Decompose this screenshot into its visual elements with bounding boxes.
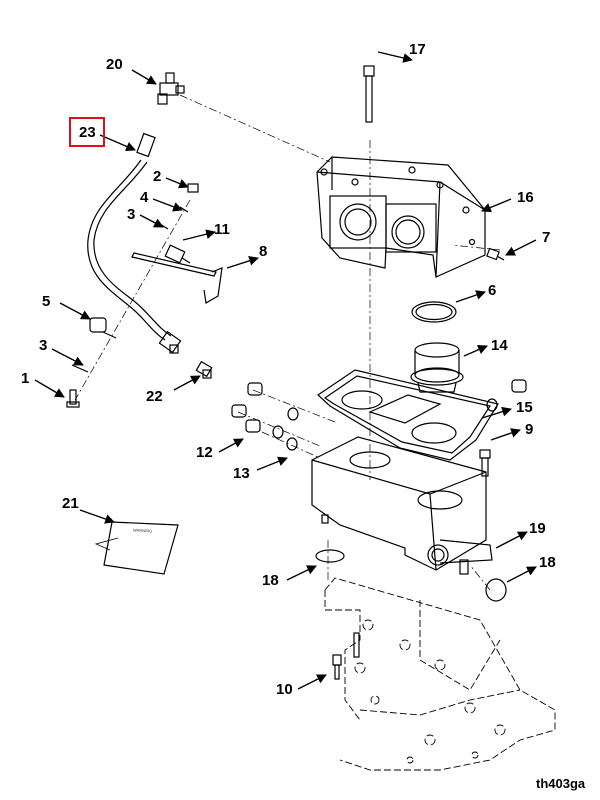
leader-arrows (34, 51, 537, 690)
callout-14: 14 (491, 337, 508, 354)
lower-body-19 (311, 436, 493, 575)
callout-5: 5 (42, 293, 51, 310)
small-parts-2-3-4 (159, 183, 199, 230)
callout-1: 1 (21, 370, 30, 387)
bracket-8 (131, 252, 223, 304)
bolt-9 (479, 449, 491, 477)
callout-22: 22 (146, 388, 163, 405)
callout-10: 10 (276, 681, 293, 698)
element-14 (410, 342, 464, 393)
callout-23-highlight-box (69, 117, 105, 147)
screw-1 (66, 364, 89, 408)
callout-13: 13 (233, 465, 250, 482)
tube-assembly-23 (87, 132, 182, 354)
bolt-17 (363, 65, 375, 123)
callout-20: 20 (106, 56, 123, 73)
callout-4: 4 (140, 189, 149, 206)
figure-id: th403ga (536, 776, 586, 791)
engine-block-phantom (324, 577, 556, 771)
seal-18-right (485, 578, 507, 602)
seal-18-left (315, 549, 345, 563)
seal-ring-6-inner (415, 303, 453, 321)
callout-18-left: 18 (262, 572, 279, 589)
callout-17: 17 (409, 41, 426, 58)
warning-tag-title: WARNING (132, 527, 153, 534)
callout-15: 15 (516, 399, 533, 416)
callout-3-upper: 3 (127, 206, 136, 223)
bolt-10 (332, 632, 360, 680)
screw-7 (486, 247, 505, 261)
gasket-15 (317, 369, 499, 461)
callout-9: 9 (525, 421, 534, 438)
callout-2: 2 (153, 168, 162, 185)
plugs-12 (231, 379, 527, 433)
callout-23: 23 (79, 124, 96, 141)
callout-19: 19 (529, 520, 546, 537)
tee-fitting-20 (157, 72, 185, 105)
elbow-22 (195, 360, 213, 379)
callout-16: 16 (517, 189, 534, 206)
callout-12: 12 (196, 444, 213, 461)
callout-11: 11 (214, 221, 230, 238)
pin-11 (164, 244, 191, 264)
callout-3-lower: 3 (39, 337, 48, 354)
warning-tag-21 (94, 521, 179, 575)
callout-6: 6 (488, 282, 497, 299)
callout-8: 8 (259, 243, 268, 260)
callout-18-right: 18 (539, 554, 556, 571)
callout-21: 21 (62, 495, 79, 512)
callout-7: 7 (542, 229, 551, 246)
clamp-5 (89, 317, 117, 339)
housing-16 (316, 156, 486, 278)
seal-ring-6 (411, 301, 457, 323)
rings-13 (272, 398, 498, 451)
